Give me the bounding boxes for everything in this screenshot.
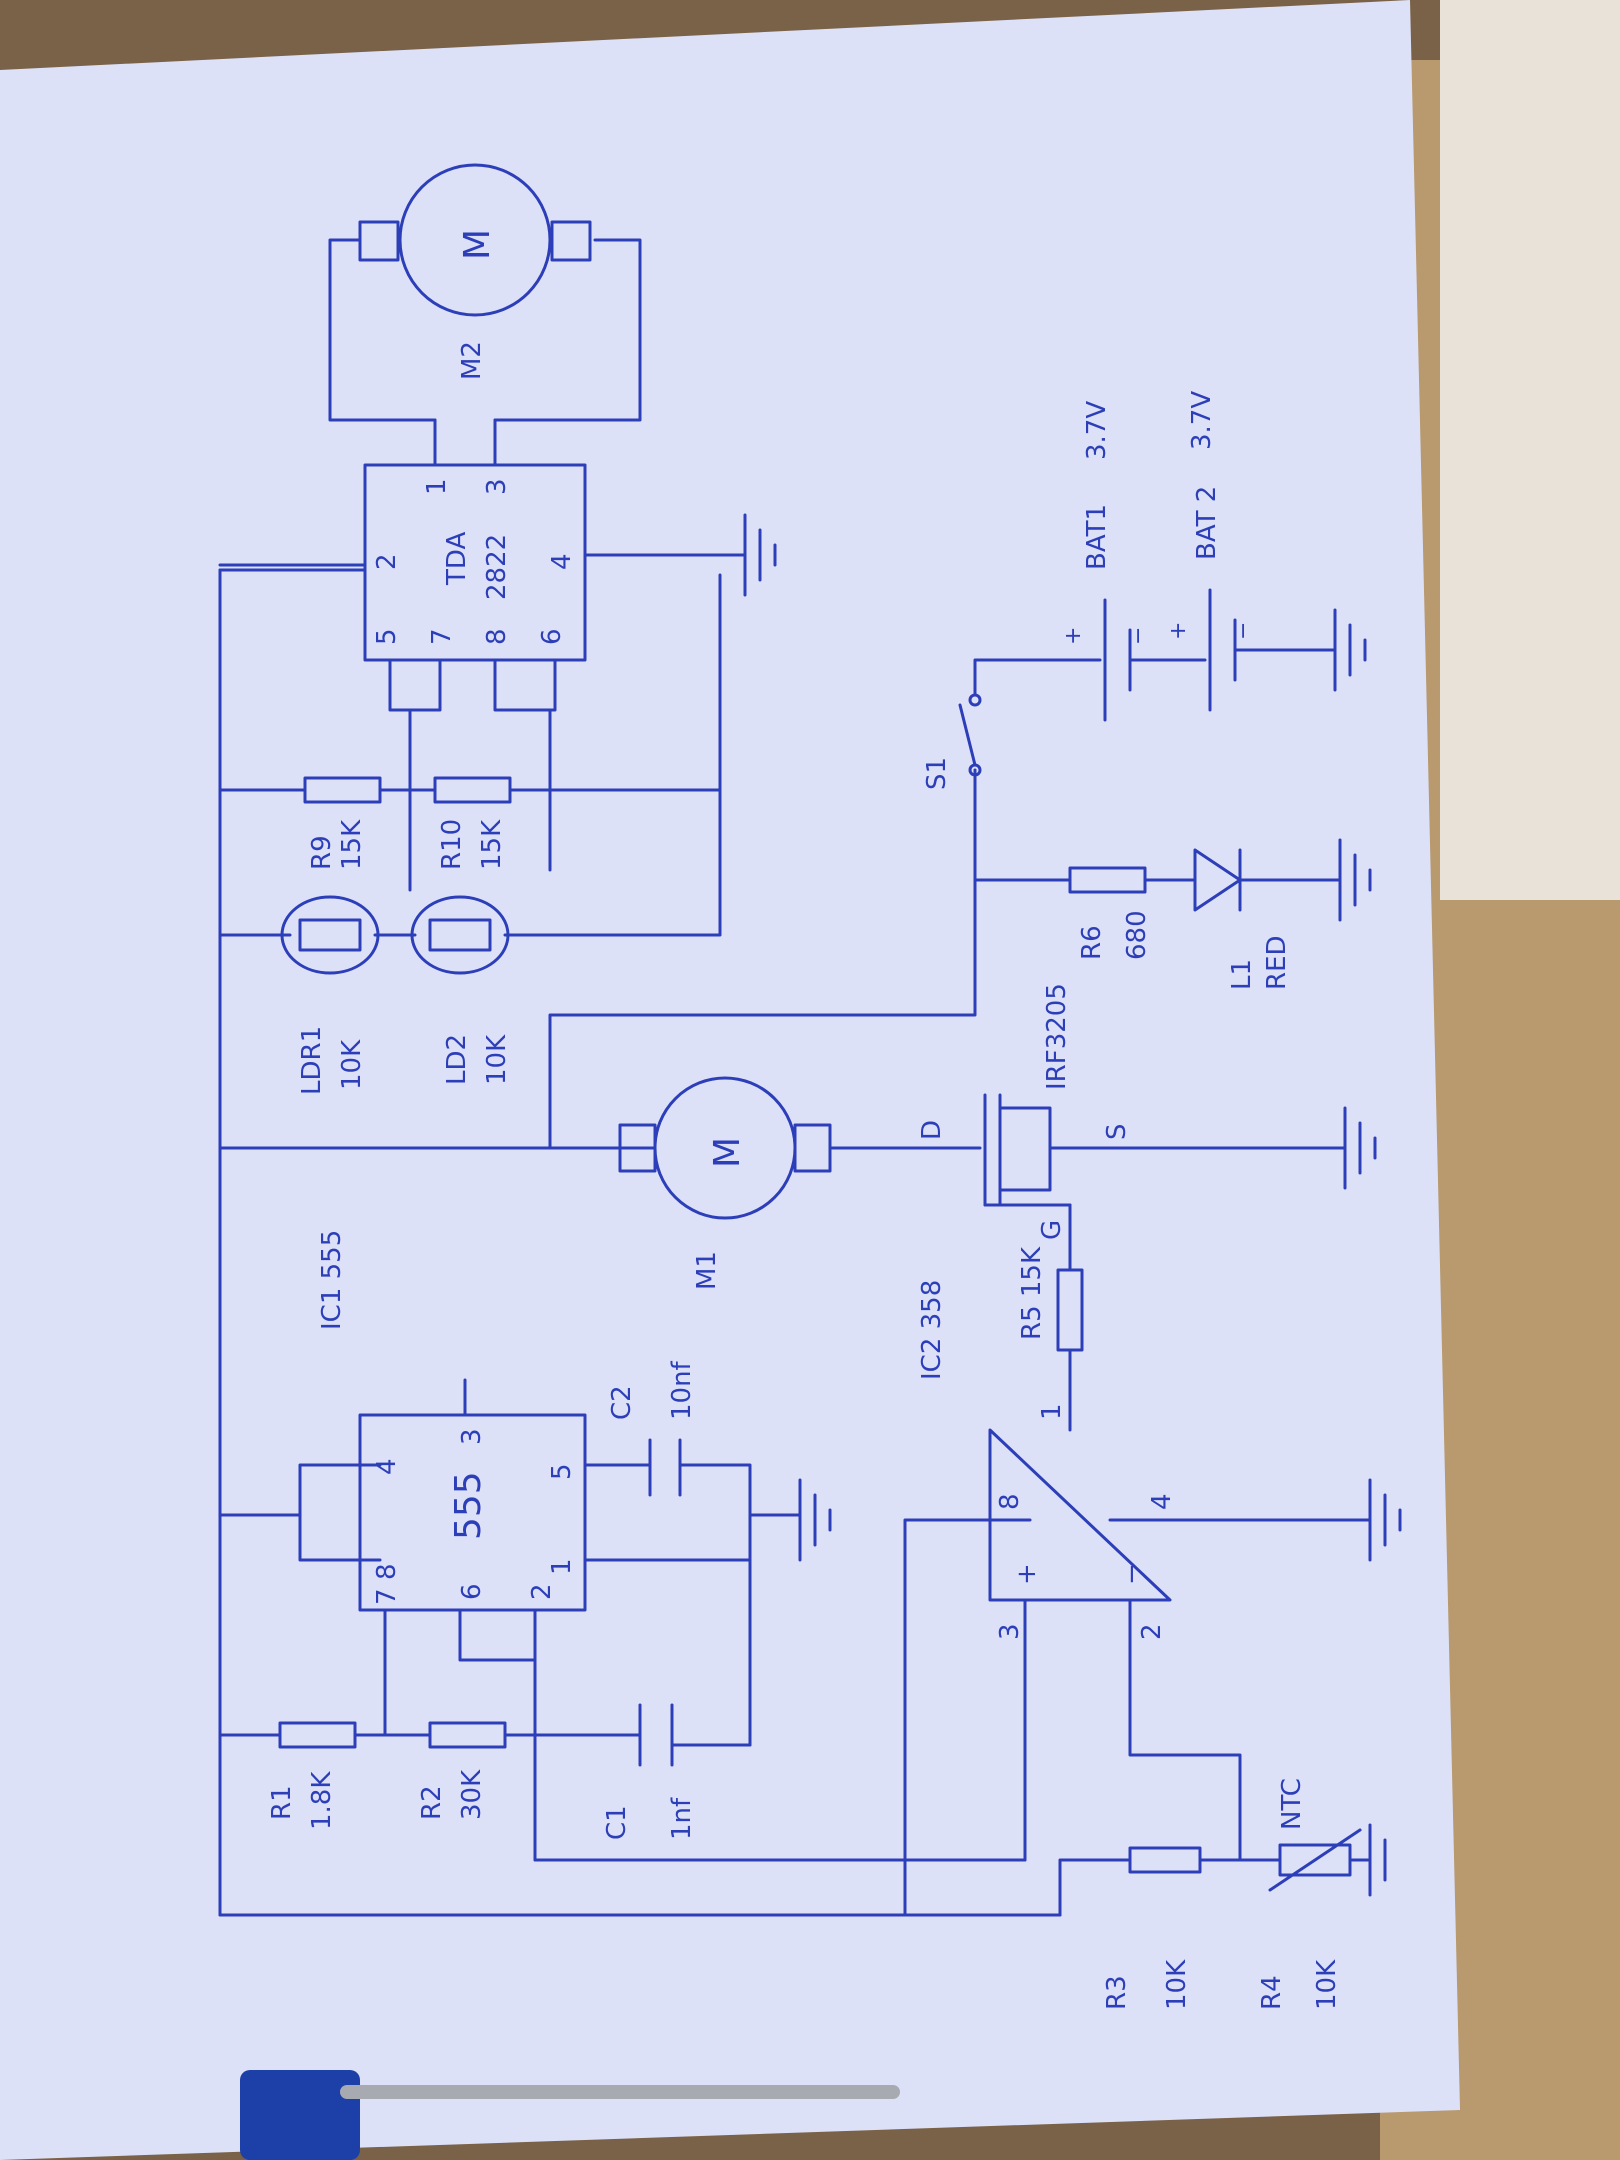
bat1-plus: + xyxy=(1061,627,1086,645)
ic1-pin62 xyxy=(458,1608,537,1662)
tda-pin-1: 1 xyxy=(422,478,452,495)
r6-value: 680 xyxy=(1122,910,1152,960)
ic1-pin48 xyxy=(298,1463,382,1562)
r4-value: 10K xyxy=(1312,1959,1342,2010)
ic2-pin-1: 1 xyxy=(1037,1403,1067,1420)
m2-right-wire xyxy=(493,238,642,422)
r10-value: 15K xyxy=(477,819,507,870)
tda-pin57 xyxy=(388,658,442,712)
ic1-pin-2: 2 xyxy=(527,1583,557,1600)
ic1-pin-5: 5 xyxy=(547,1463,577,1480)
s1-lever xyxy=(958,703,977,767)
ic2-pin-2: 2 xyxy=(1137,1623,1167,1640)
bat1-minus: − xyxy=(1126,627,1151,645)
ic2-triangle xyxy=(988,1428,1172,1602)
c2-value: 10nf xyxy=(667,1360,697,1420)
r9-name: R9 xyxy=(307,835,337,870)
r2-name: R2 xyxy=(417,1785,447,1820)
m2-tab-a xyxy=(358,220,400,262)
ic1-pin-4: 4 xyxy=(372,1458,402,1475)
ic1-pin-7: 7 xyxy=(372,1588,402,1605)
bat1-value: 3.7V xyxy=(1082,401,1112,460)
r6-name: R6 xyxy=(1077,925,1107,960)
ldr1-body xyxy=(298,918,362,952)
r9-value: 15K xyxy=(337,819,367,870)
mosfet-gate: G xyxy=(1037,1220,1067,1240)
tda-line1: TDA xyxy=(442,532,472,586)
tda-body xyxy=(363,463,587,662)
ic1-title: IC1 555 xyxy=(317,1230,347,1330)
c2-wire xyxy=(678,1463,752,1747)
ic2-plus: + xyxy=(1012,1563,1042,1585)
l1-value: RED xyxy=(1262,935,1292,990)
led-triangle xyxy=(1193,848,1242,912)
ld2-name: LD2 xyxy=(442,1034,472,1085)
r1-name: R1 xyxy=(267,1785,297,1820)
c1-value: 1nf xyxy=(667,1797,697,1840)
tda-line2: 2822 xyxy=(482,534,512,600)
wall-strip xyxy=(1440,0,1620,900)
m2-label: M2 xyxy=(457,341,487,380)
ic2-title: IC2 358 xyxy=(917,1280,947,1380)
c2-name: C2 xyxy=(607,1385,637,1420)
ic2-pin2 xyxy=(1128,1598,1242,1862)
m1-symbol: M xyxy=(707,1137,748,1168)
m2-symbol: M xyxy=(457,229,498,260)
binder-clip xyxy=(240,2070,360,2160)
tda-pin-8: 8 xyxy=(482,628,512,645)
ic2-minus: − xyxy=(1117,1563,1147,1585)
m2-tab-b xyxy=(550,220,592,262)
clip-wire xyxy=(340,2085,900,2099)
ic1-name: 555 xyxy=(448,1471,489,1540)
tda-pin-6: 6 xyxy=(537,628,567,645)
ntc-slash xyxy=(1268,1828,1362,1892)
ic1-body xyxy=(358,1413,587,1612)
tda-pin-3: 3 xyxy=(482,478,512,495)
ic1-pin-3: 3 xyxy=(457,1428,487,1445)
tda-pin-2: 2 xyxy=(372,553,402,570)
s1-label: S1 xyxy=(922,757,952,790)
s1-to-bat xyxy=(973,658,1102,697)
mosfet-source: S xyxy=(1102,1123,1132,1140)
m2-left-wire xyxy=(328,238,437,422)
m1-label: M1 xyxy=(692,1251,722,1290)
r1-value: 1.8K xyxy=(307,1771,337,1830)
tda-pin-4: 4 xyxy=(547,553,577,570)
ic2-pin8 xyxy=(903,1518,1032,1917)
bat2-minus: − xyxy=(1231,622,1256,640)
ldr-bottom-wire xyxy=(503,573,722,937)
ic1-pin-1: 1 xyxy=(547,1558,577,1575)
bat2-value: 3.7V xyxy=(1187,391,1217,450)
ic2-pin-3: 3 xyxy=(995,1623,1025,1640)
m1-top-wire xyxy=(548,878,977,1150)
r2-value: 30K xyxy=(457,1769,487,1820)
r3-name: R3 xyxy=(1102,1975,1132,2010)
r5-label: R5 15K xyxy=(1017,1246,1047,1340)
r3-value: 10K xyxy=(1162,1959,1192,2010)
tda-pin-5: 5 xyxy=(372,628,402,645)
ic2-pin-4: 4 xyxy=(1147,1493,1177,1510)
m2-body xyxy=(398,163,552,317)
ld2-value: 10K xyxy=(482,1034,512,1085)
r4-name: R4 xyxy=(1257,1975,1287,2010)
r10-name: R10 xyxy=(437,819,467,870)
ldr1-name: LDR1 xyxy=(297,1026,327,1095)
ic1-pin-8: 8 xyxy=(372,1563,402,1580)
tda-pin86 xyxy=(493,658,557,712)
ntc-label: NTC xyxy=(1277,1778,1307,1830)
mosfet-drain: D xyxy=(917,1120,947,1140)
l1-name: L1 xyxy=(1227,959,1257,990)
bat2-plus: + xyxy=(1166,622,1191,640)
r3-wire xyxy=(1058,1858,1132,1917)
mosfet-name: IRF3205 xyxy=(1042,983,1072,1090)
ic1-pin-6: 6 xyxy=(457,1583,487,1600)
bat1-name: BAT1 xyxy=(1082,504,1112,570)
bat2-name: BAT 2 xyxy=(1192,486,1222,560)
c1-name: C1 xyxy=(602,1805,632,1840)
ic2-pin-8: 8 xyxy=(995,1493,1025,1510)
ldr1-value: 10K xyxy=(337,1039,367,1090)
ld2-body xyxy=(428,918,492,952)
tda-pin-7: 7 xyxy=(427,628,457,645)
